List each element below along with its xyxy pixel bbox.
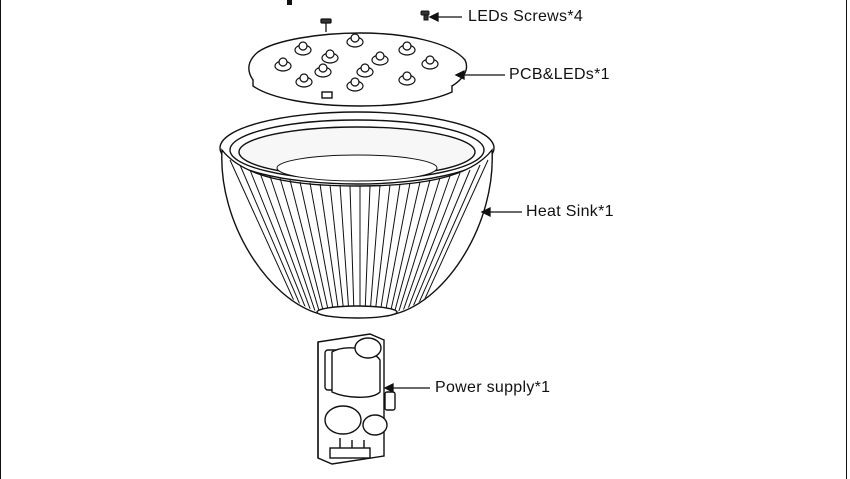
power-supply (317, 333, 396, 465)
leader-lines (383, 11, 522, 394)
frame-right-border (846, 0, 847, 479)
heat-sink (219, 111, 495, 319)
pcb-leds-label: PCB&LEDs*1 (509, 66, 610, 83)
power-supply-label: Power supply*1 (435, 379, 551, 396)
led-screw (320, 18, 332, 32)
leds-screws-label: LEDs Screws*4 (468, 8, 584, 25)
frame-left-border (0, 0, 1, 479)
led-domes (274, 33, 439, 92)
heat-sink-label: Heat Sink*1 (526, 203, 614, 220)
top-edge-mark (287, 0, 292, 5)
loose-screw (420, 10, 430, 21)
